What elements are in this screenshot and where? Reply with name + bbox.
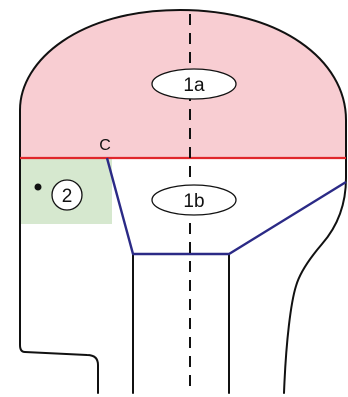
point-c-label: C (99, 137, 111, 154)
label-1a-text: 1a (183, 75, 205, 96)
label-1b-text: 1b (183, 191, 204, 212)
label-1a-ellipse (151, 68, 237, 100)
label-1b-ellipse (151, 184, 237, 216)
blue-boundary-line (105, 157, 347, 256)
label-2-text: 2 (62, 186, 73, 207)
head-outline (19, 9, 347, 394)
label-2-circle (51, 179, 83, 211)
region-2-dot (34, 183, 42, 191)
